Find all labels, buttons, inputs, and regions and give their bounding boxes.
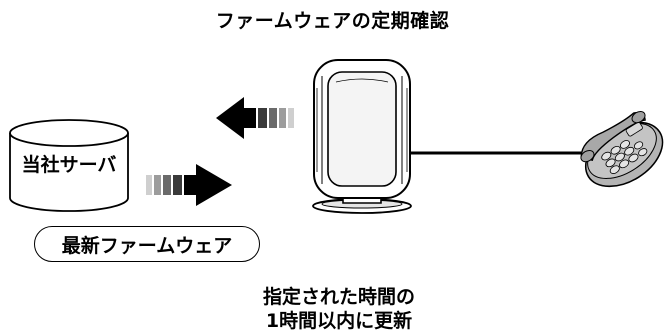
left-arrow-icon: [216, 97, 294, 139]
telephone-icon: [580, 110, 664, 188]
server-label: 当社サーバ: [21, 154, 117, 176]
firmware-badge: [34, 226, 260, 262]
page-title: ファームウェアの定期確認: [215, 10, 450, 32]
router-device-icon: [312, 59, 412, 214]
update-note-line-1: 指定された時間の: [262, 286, 415, 308]
update-note-line-2: 1時間以内に更新: [265, 310, 413, 332]
database-cylinder-icon: [9, 119, 129, 212]
firmware-label: 最新ファームウェア: [61, 235, 233, 257]
right-arrow-icon: [146, 164, 232, 206]
